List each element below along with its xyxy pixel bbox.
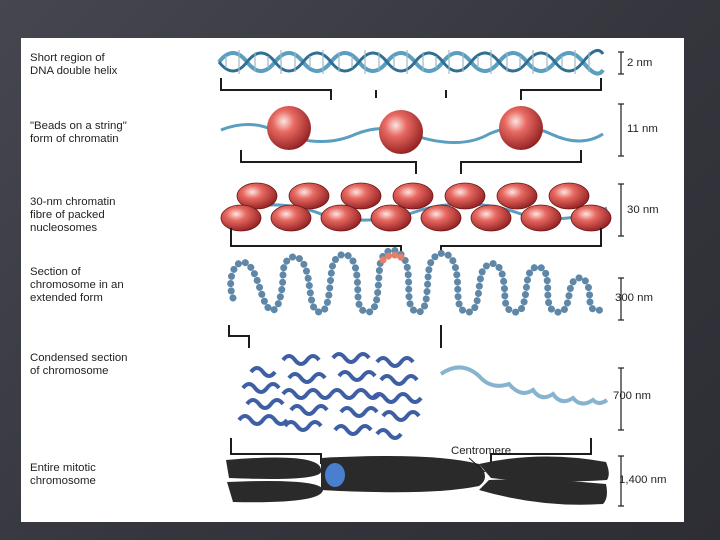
mitotic-chromosome: [226, 456, 609, 505]
centromere-label: Centromere: [451, 445, 511, 457]
extended-chromosome-section: [231, 250, 601, 312]
nucleosome: [321, 205, 361, 231]
condensed-chromosome-section: [239, 354, 607, 438]
label-chromatin-fibre: 30-nm chromatin fibre of packed nucleoso…: [30, 196, 210, 235]
beads-on-string: [221, 106, 603, 154]
scale-2nm: 2 nm: [627, 57, 652, 69]
nucleosome: [497, 183, 537, 209]
scale-700nm: 700 nm: [613, 390, 651, 402]
label-dna-helix: Short region of DNA double helix: [30, 52, 210, 78]
scale-1400nm: 1,400 nm: [619, 474, 667, 486]
scale-300nm: 300 nm: [615, 292, 653, 304]
nucleosome: [393, 183, 433, 209]
nucleosome: [271, 205, 311, 231]
nucleosome: [221, 205, 261, 231]
nucleosome: [421, 205, 461, 231]
scale-bars: [618, 52, 624, 506]
scale-11nm: 11 nm: [627, 123, 658, 135]
dna-double-helix: [219, 50, 603, 74]
nucleosome: [371, 205, 411, 231]
chromatin-fibre: [221, 183, 611, 231]
nucleosome: [521, 205, 561, 231]
label-extended-section: Section of chromosome in an extended for…: [30, 266, 210, 305]
scale-30nm: 30 nm: [627, 204, 659, 216]
nucleosome: [571, 205, 611, 231]
label-mitotic-chromosome: Entire mitotic chromosome: [30, 462, 210, 488]
nucleosome: [445, 183, 485, 209]
nucleosome: [341, 183, 381, 209]
nucleosome: [471, 205, 511, 231]
nucleosome: [549, 183, 589, 209]
label-condensed-section: Condensed section of chromosome: [30, 352, 210, 378]
label-beads-on-string: "Beads on a string" form of chromatin: [30, 120, 210, 146]
diagram-panel: Short region of DNA double helix "Beads …: [21, 38, 684, 522]
